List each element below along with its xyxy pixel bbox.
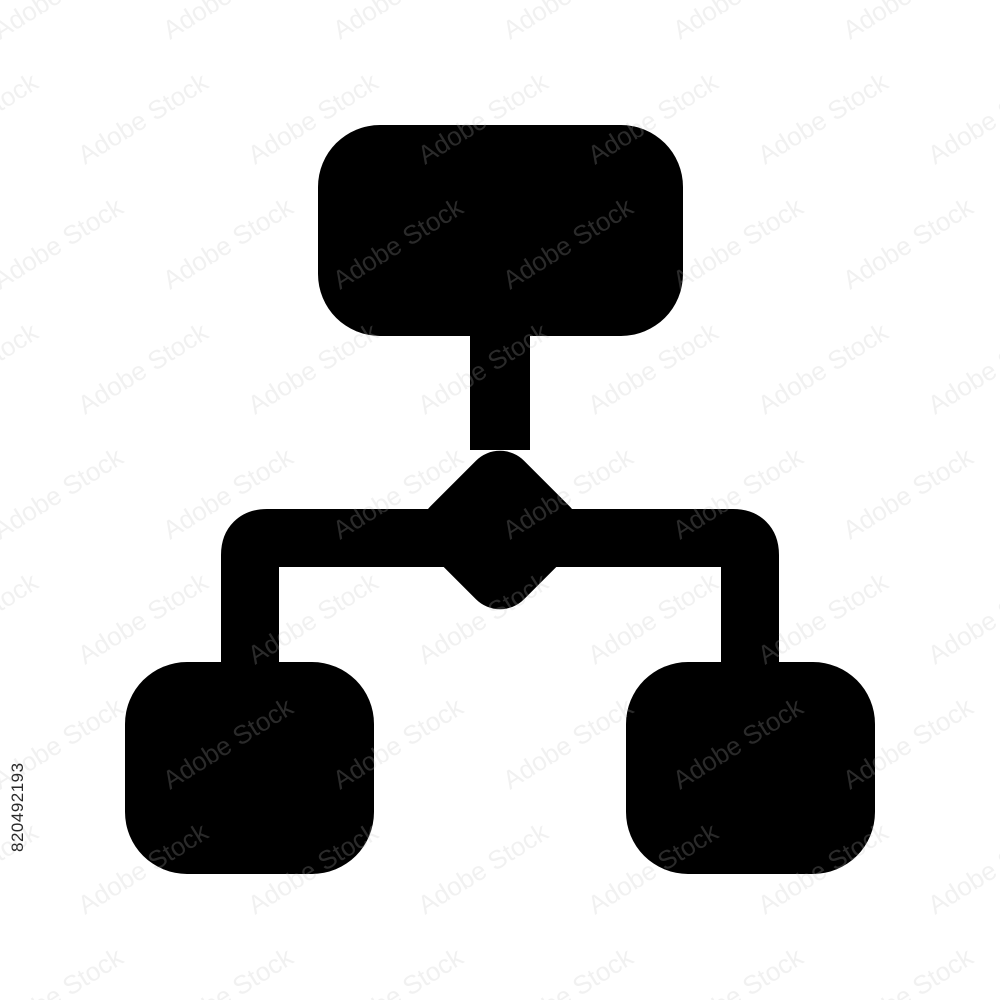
stock-id-label: 820492193 [8,762,27,852]
vertical-connector [470,330,530,450]
top-node [318,125,683,336]
bottom-left-node [125,662,374,874]
bottom-right-node [626,662,875,874]
decision-diamond [420,450,580,610]
